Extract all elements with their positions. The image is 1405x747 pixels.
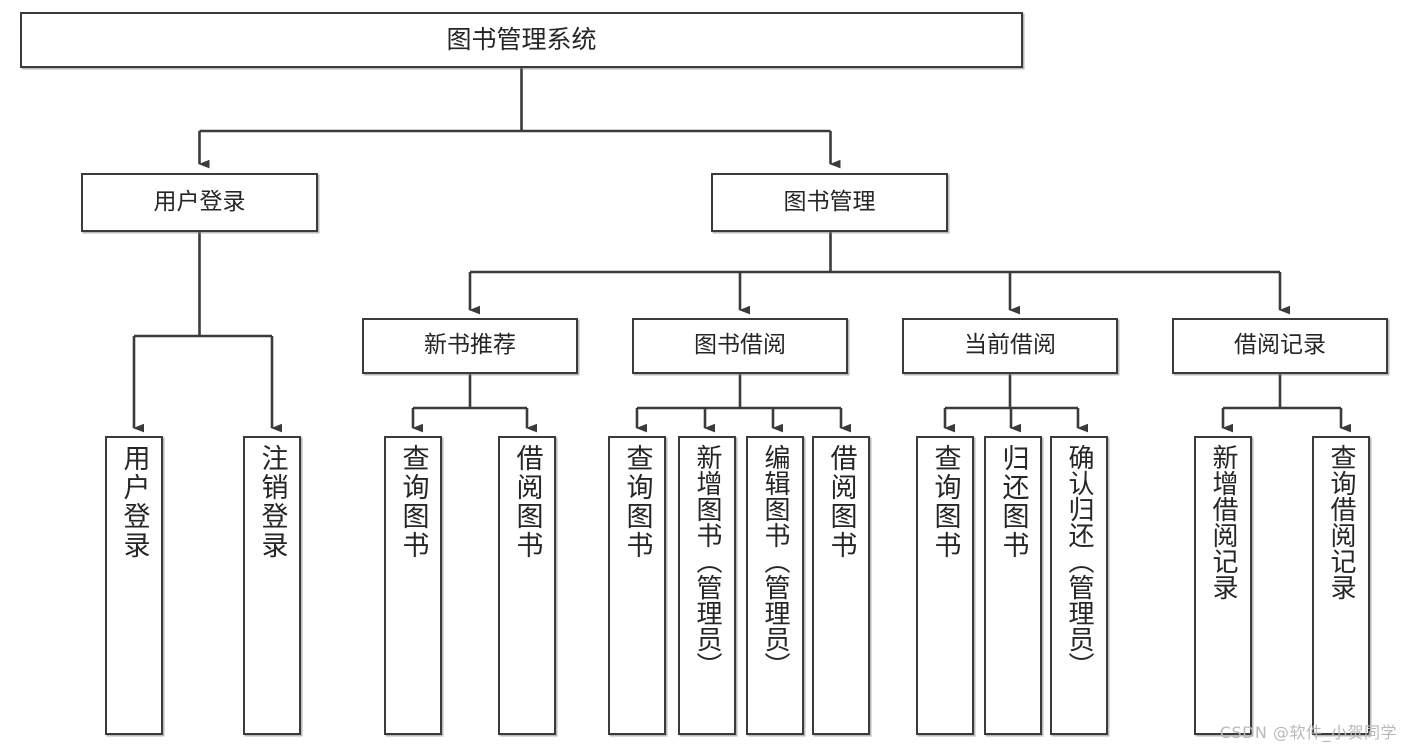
node-borrow-record[interactable]: 借阅记录 xyxy=(1172,318,1388,374)
node-label: 新书推荐 xyxy=(424,332,516,359)
node-current-borrow[interactable]: 当前借阅 xyxy=(902,318,1118,374)
node-label: 注销登录 xyxy=(256,444,288,560)
node-label: 新增借阅记录 xyxy=(1208,444,1238,600)
node-label: 确认归还（管理员） xyxy=(1064,444,1094,678)
leaf-record-query[interactable]: 查询借阅记录 xyxy=(1312,436,1370,735)
node-label: 查询借阅记录 xyxy=(1326,444,1356,600)
node-new-book-recommend[interactable]: 新书推荐 xyxy=(362,318,578,374)
node-label: 借阅记录 xyxy=(1234,332,1326,359)
node-label: 当前借阅 xyxy=(964,332,1056,359)
node-label: 查询图书 xyxy=(929,444,961,560)
node-label: 借阅图书 xyxy=(825,444,857,560)
leaf-current-confirm-return-admin[interactable]: 确认归还（管理员） xyxy=(1050,436,1108,735)
leaf-borrow-borrow-book[interactable]: 借阅图书 xyxy=(812,436,870,735)
node-label: 编辑图书（管理员） xyxy=(760,444,790,678)
leaf-borrow-query[interactable]: 查询图书 xyxy=(608,436,666,735)
node-label: 查询图书 xyxy=(621,444,653,560)
node-label: 图书借阅 xyxy=(694,332,786,359)
node-label: 图书管理系统 xyxy=(446,25,597,54)
node-user-login[interactable]: 用户登录 xyxy=(81,173,318,232)
node-label: 图书管理 xyxy=(783,188,876,215)
node-label: 归还图书 xyxy=(997,444,1029,560)
node-label: 查询图书 xyxy=(397,444,429,560)
node-label: 用户登录 xyxy=(118,444,150,560)
leaf-borrow-edit-book-admin[interactable]: 编辑图书（管理员） xyxy=(746,436,804,735)
node-book-management[interactable]: 图书管理 xyxy=(711,173,948,232)
leaf-new-book-query[interactable]: 查询图书 xyxy=(384,436,442,735)
leaf-user-login-login[interactable]: 用户登录 xyxy=(105,436,163,735)
watermark: CSDN @软件_小贺同学 xyxy=(1219,723,1397,742)
node-label: 用户登录 xyxy=(153,188,246,215)
leaf-current-return[interactable]: 归还图书 xyxy=(984,436,1042,735)
node-book-borrow[interactable]: 图书借阅 xyxy=(632,318,848,374)
node-label: 借阅图书 xyxy=(511,444,543,560)
node-label: 新增图书（管理员） xyxy=(692,444,722,678)
node-root-system[interactable]: 图书管理系统 xyxy=(20,12,1023,68)
leaf-borrow-add-book-admin[interactable]: 新增图书（管理员） xyxy=(678,436,736,735)
leaf-record-add[interactable]: 新增借阅记录 xyxy=(1194,436,1252,735)
leaf-new-book-borrow[interactable]: 借阅图书 xyxy=(498,436,556,735)
leaf-user-login-logout[interactable]: 注销登录 xyxy=(243,436,301,735)
leaf-current-query[interactable]: 查询图书 xyxy=(916,436,974,735)
